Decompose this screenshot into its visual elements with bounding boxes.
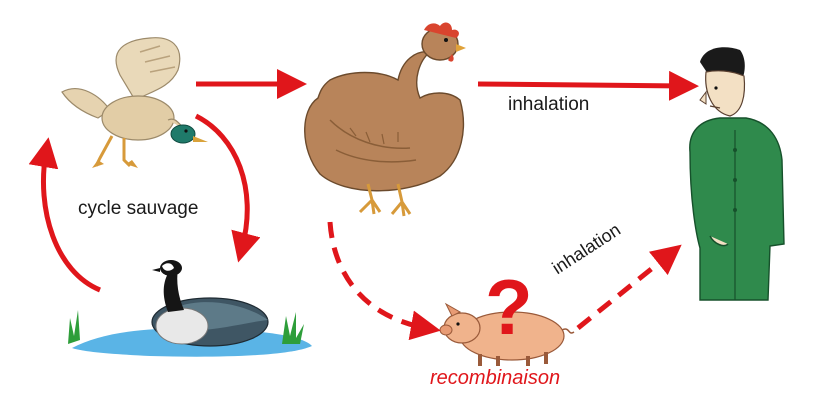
man-icon [689,47,785,301]
flying-duck-icon [61,37,208,168]
goose-icon [68,260,312,357]
arrow-cycle-right [194,113,261,263]
arrow-chicken-to-man [477,70,699,101]
arrow-chicken-to-pig-dashed [327,221,441,341]
arrow-pig-to-man-dashed [576,244,682,330]
label-inhalation-top: inhalation [508,94,590,115]
question-mark: ? [485,263,533,351]
chicken-icon [304,22,466,217]
label-cycle-sauvage: cycle sauvage [78,198,199,219]
label-recombinaison: recombinaison [430,367,561,389]
pig-icon [439,302,575,366]
arrow-cycle-left [28,137,101,293]
